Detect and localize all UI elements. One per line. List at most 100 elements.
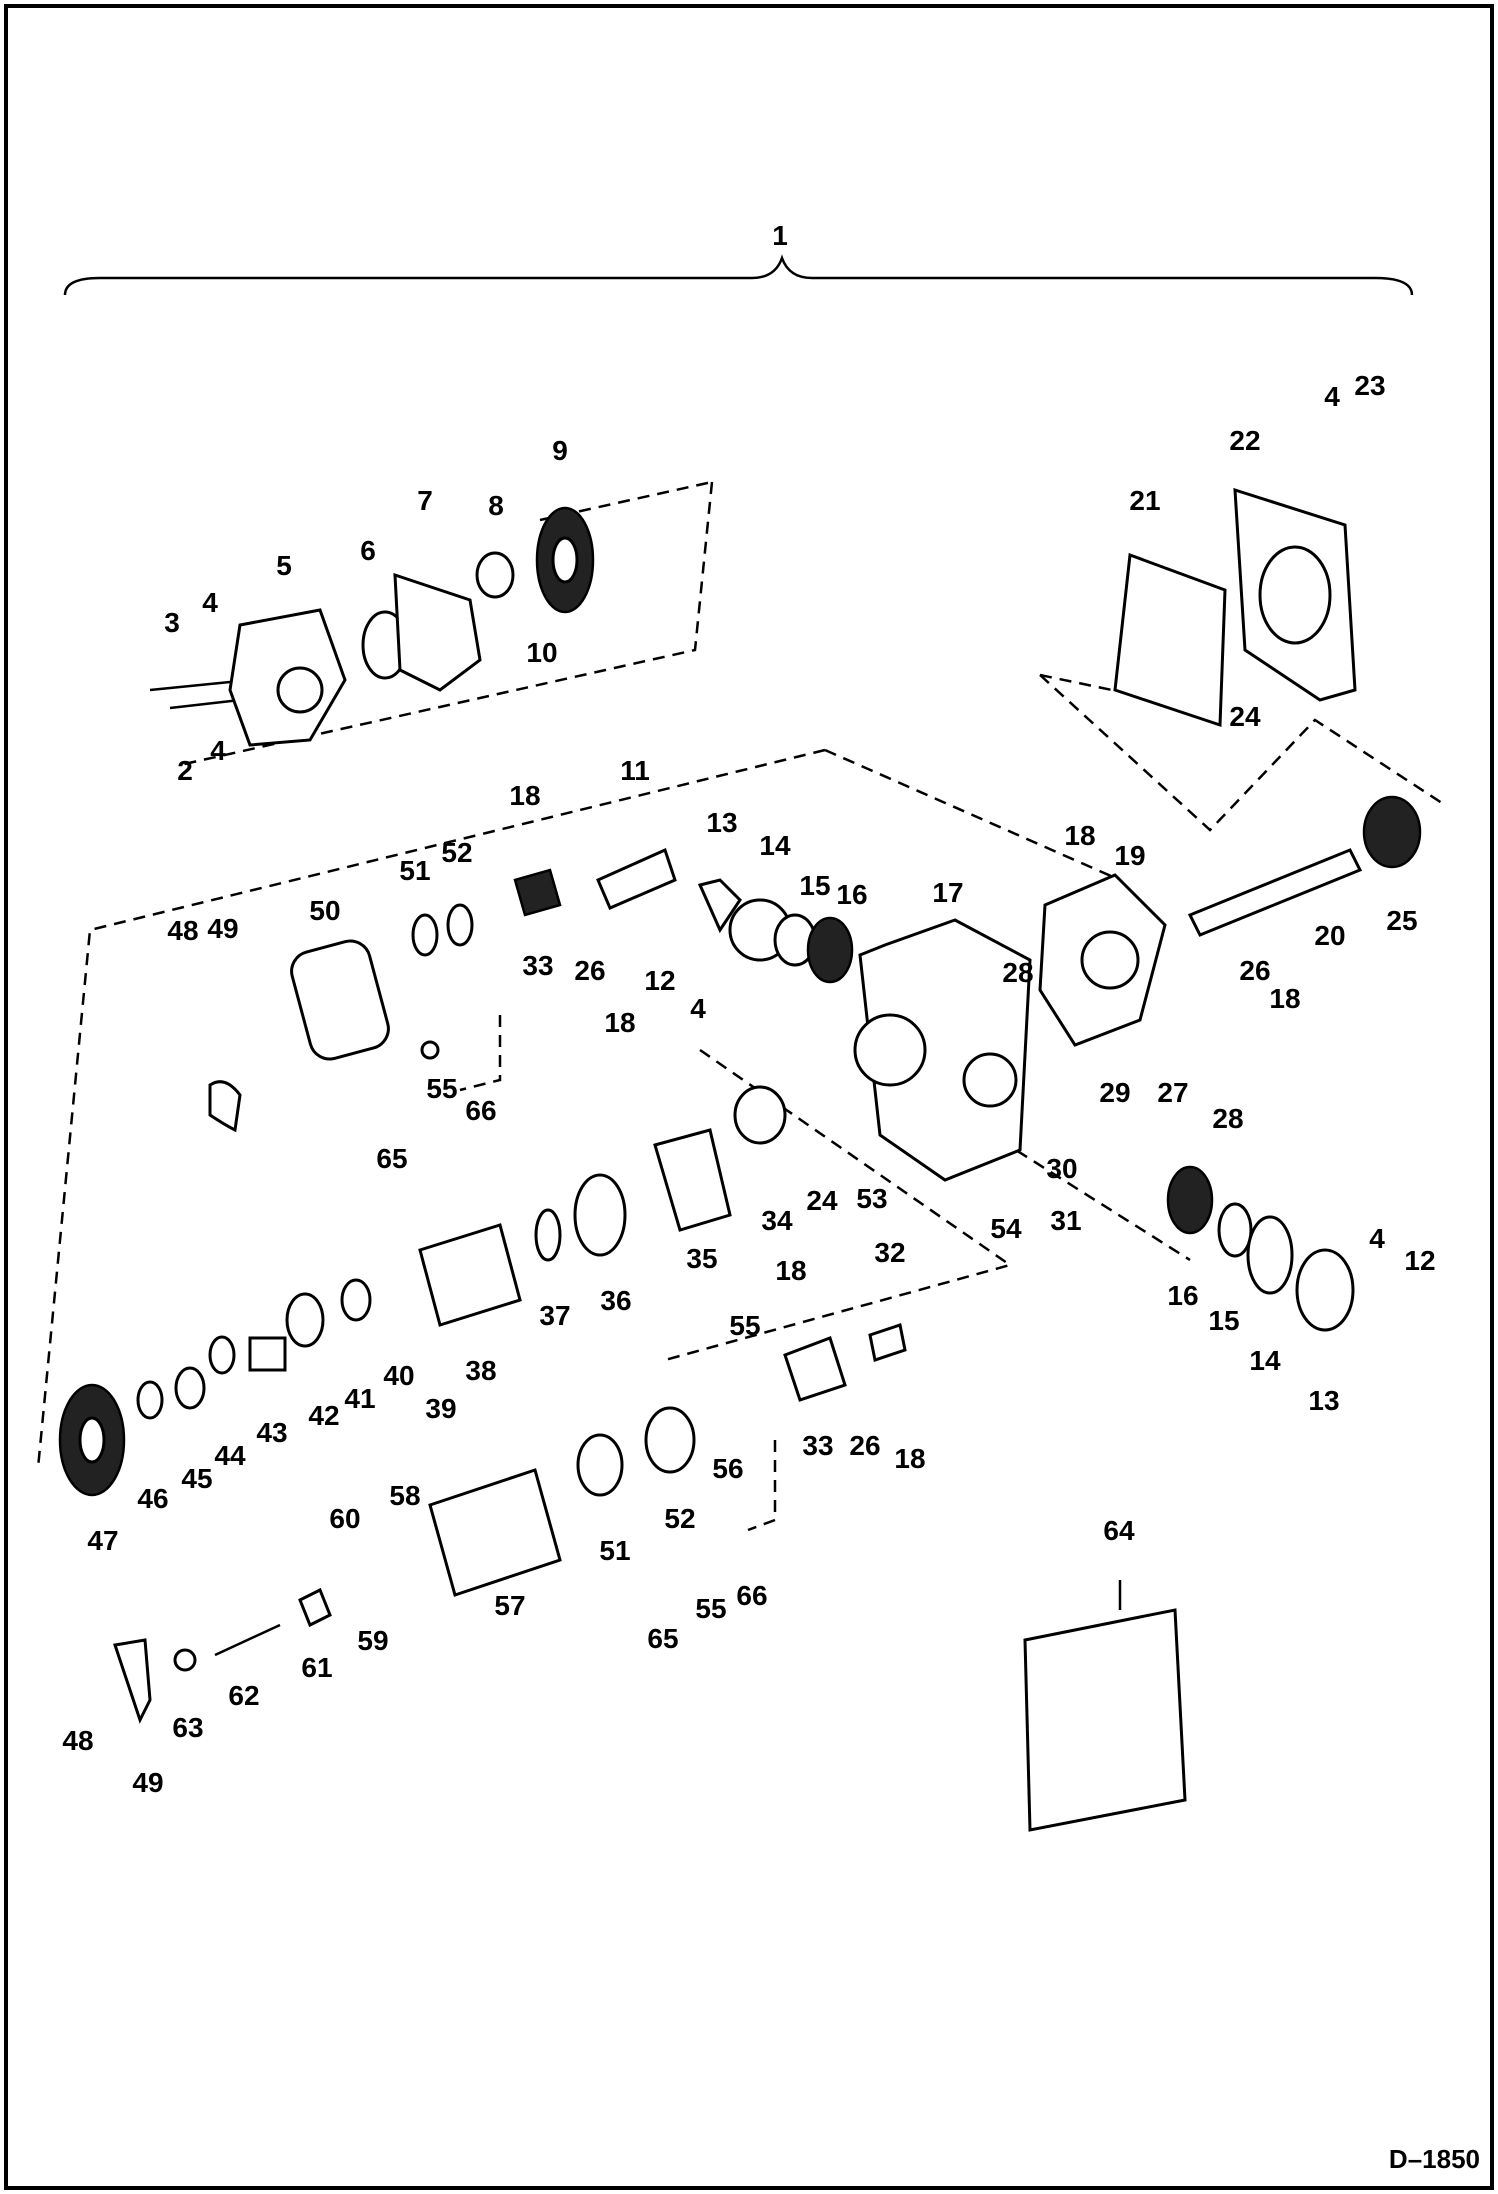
callout-label: 23 (1354, 370, 1385, 401)
callout-label: 38 (465, 1355, 496, 1386)
callout-label: 17 (932, 877, 963, 908)
callout-label: 26 (1239, 955, 1270, 986)
figure-id: D–1850 (1389, 2144, 1480, 2174)
callout-label: 63 (172, 1712, 203, 1743)
callout-label: 14 (759, 830, 791, 861)
callout-label: 44 (214, 1440, 246, 1471)
callout-label: 13 (1308, 1385, 1339, 1416)
callout-label: 28 (1002, 957, 1033, 988)
assembly-brace (63, 254, 1414, 296)
callout-label: 41 (344, 1383, 375, 1414)
callout-label: 21 (1129, 485, 1160, 516)
callout-label: 6 (360, 535, 376, 566)
callout-label: 64 (1103, 1515, 1135, 1546)
callout-label: 47 (87, 1525, 118, 1556)
lower-row-parts (113, 1323, 1187, 1832)
callout-label: 18 (894, 1443, 925, 1474)
callout-label: 12 (1404, 1245, 1435, 1276)
callout-label: 55 (695, 1593, 726, 1624)
callout-label: 48 (167, 915, 198, 946)
callout-label: 3 (164, 607, 180, 638)
border (4, 4, 1494, 2190)
callout-label: 49 (207, 913, 238, 944)
callout-label: 31 (1050, 1205, 1081, 1236)
callout-label: 52 (664, 1503, 695, 1534)
callout-label: 4 (1324, 381, 1340, 412)
callout-label: 16 (836, 879, 867, 910)
callout-label: 39 (425, 1393, 456, 1424)
callout-label: 33 (802, 1430, 833, 1461)
pump-housing (853, 873, 1167, 1182)
callout-label: 4 (690, 993, 706, 1024)
callout-label: 66 (736, 1580, 767, 1611)
callout-label: 5 (276, 550, 292, 581)
callout-label: 62 (228, 1680, 259, 1711)
callout-label: 9 (552, 435, 568, 466)
callout-label: 11 (620, 755, 650, 786)
callout-label: 15 (799, 870, 830, 901)
end-cover-group (149, 506, 595, 747)
callout-label: 24 (1229, 701, 1261, 732)
callout-label: 45 (181, 1463, 212, 1494)
callout-label: 27 (1157, 1077, 1188, 1108)
callout-label: 43 (256, 1417, 287, 1448)
callout-label: 46 (137, 1483, 168, 1514)
callout-label: 2 (177, 755, 193, 786)
callout-label: 54 (990, 1213, 1022, 1244)
callout-label: 18 (604, 1007, 635, 1038)
callout-label: 8 (488, 490, 504, 521)
callout-label: 56 (712, 1453, 743, 1484)
callout-label: 18 (1269, 983, 1300, 1014)
callout-label: 16 (1167, 1280, 1198, 1311)
callout-label: 22 (1229, 425, 1260, 456)
callout-label: 1 (772, 220, 788, 251)
callout-label: 48 (62, 1725, 93, 1756)
callout-label: 58 (389, 1480, 420, 1511)
callout-label: 26 (849, 1430, 880, 1461)
callout-label: 34 (761, 1205, 793, 1236)
callout-label: 59 (357, 1625, 388, 1656)
callout-label: 35 (686, 1243, 717, 1274)
callout-label: 7 (417, 485, 433, 516)
callout-label: 57 (494, 1590, 525, 1621)
callout-label: 33 (522, 950, 553, 981)
callout-label: 18 (509, 780, 540, 811)
callout-label: 24 (806, 1185, 838, 1216)
callout-label: 18 (1064, 820, 1095, 851)
callout-labels: 1 2 3 4 4 5 6 7 8 9 10 4 23 22 21 24 11 … (62, 220, 1435, 1798)
rear-cover-group (1113, 487, 1357, 728)
callout-label: 40 (383, 1360, 414, 1391)
upper-row-parts (208, 847, 854, 1145)
callout-label: 37 (539, 1300, 570, 1331)
callout-label: 12 (644, 965, 675, 996)
callout-label: 15 (1208, 1305, 1239, 1336)
callout-label: 20 (1314, 920, 1345, 951)
callout-label: 65 (647, 1623, 678, 1654)
callout-label: 53 (856, 1183, 887, 1214)
callout-label: 32 (874, 1237, 905, 1268)
callout-label: 4 (1369, 1223, 1385, 1254)
callout-label: 29 (1099, 1077, 1130, 1108)
callout-label: 49 (132, 1767, 163, 1798)
callout-label: 55 (729, 1310, 760, 1341)
callout-label: 26 (574, 955, 605, 986)
callout-label: 30 (1046, 1153, 1077, 1184)
callout-label: 66 (465, 1095, 496, 1126)
callout-label: 13 (706, 807, 737, 838)
callout-label: 14 (1249, 1345, 1281, 1376)
callout-label: 18 (775, 1255, 806, 1286)
callout-label: 19 (1114, 840, 1145, 871)
callout-label: 55 (426, 1073, 457, 1104)
callout-label: 10 (526, 637, 557, 668)
callout-label: 65 (376, 1143, 407, 1174)
callout-label: 36 (600, 1285, 631, 1316)
front-bearing-group (1166, 1165, 1355, 1332)
callout-label: 42 (308, 1400, 339, 1431)
callout-label: 50 (309, 895, 340, 926)
callout-label: 51 (599, 1535, 630, 1566)
callout-label: 52 (441, 837, 472, 868)
drive-shaft-group (1187, 795, 1422, 937)
assembly-guide-lines (36, 480, 1446, 1532)
